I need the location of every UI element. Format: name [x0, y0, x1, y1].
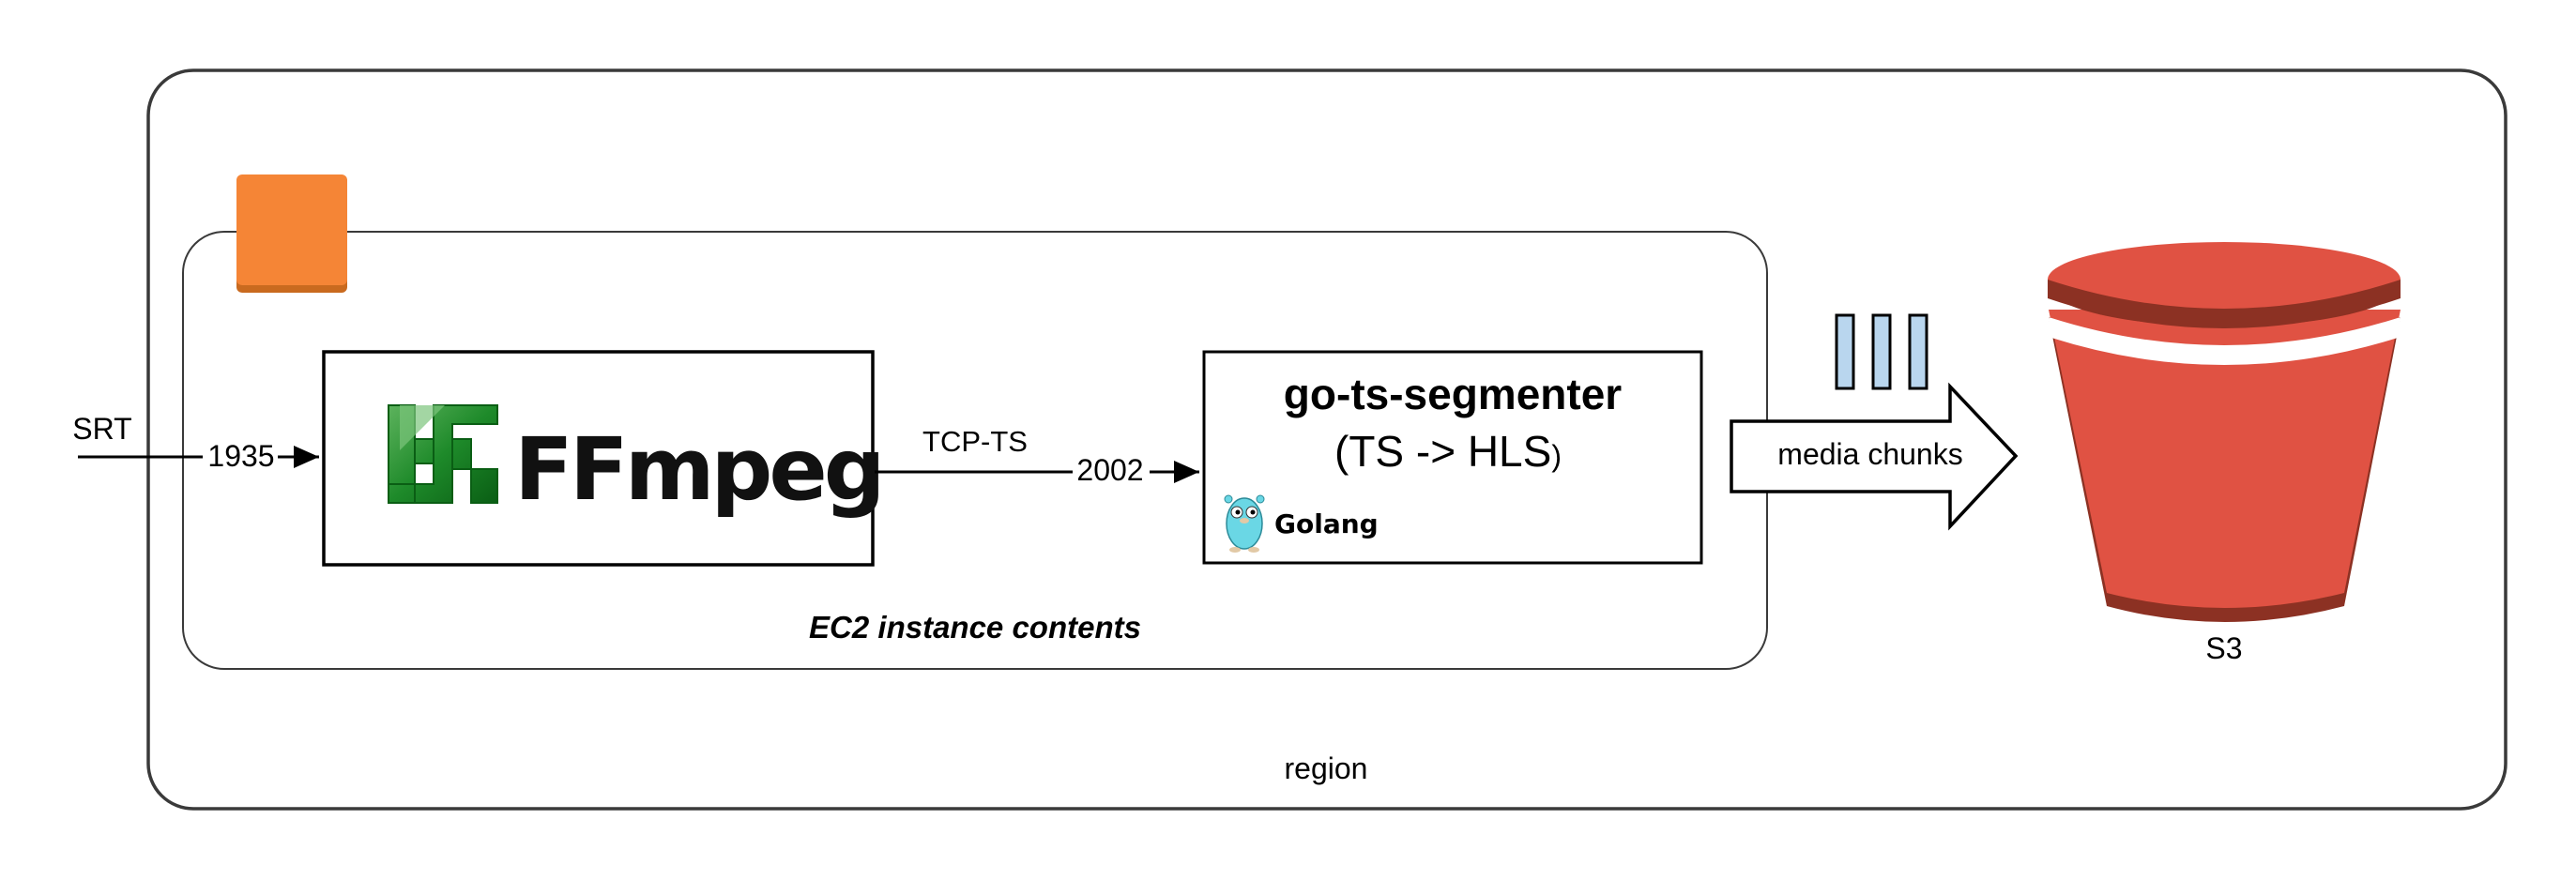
gopher-icon [1224, 494, 1265, 553]
s3-bucket-icon [2048, 242, 2401, 622]
segmenter-box [1202, 350, 1703, 565]
ffmpeg-logo-icon [388, 404, 498, 504]
srt-port-label: 1935 [207, 439, 274, 473]
media-chunk [1871, 313, 1892, 390]
golang-label: Golang [1274, 508, 1379, 539]
segmenter-subtitle: (TS -> HLS) [1334, 427, 1562, 476]
media-chunks-arrow [1730, 382, 2019, 531]
tcp-ts-port-label: 2002 [1076, 453, 1143, 487]
ec2-instance-icon [236, 174, 347, 293]
media-chunk [1908, 313, 1928, 390]
ffmpeg-logo-text: FFmpeg [514, 419, 882, 520]
media-chunk [1835, 313, 1855, 390]
media-chunks-label: media chunks [1777, 437, 1962, 471]
srt-protocol-label: SRT [72, 412, 131, 446]
s3-label: S3 [2205, 631, 2242, 665]
tcp-ts-protocol-label: TCP-TS [922, 425, 1028, 458]
segmenter-title: go-ts-segmenter [1284, 370, 1622, 418]
region-label: region [1285, 751, 1368, 785]
media-chunks-icon [1835, 313, 1928, 390]
ec2-label: EC2 instance contents [809, 610, 1141, 645]
